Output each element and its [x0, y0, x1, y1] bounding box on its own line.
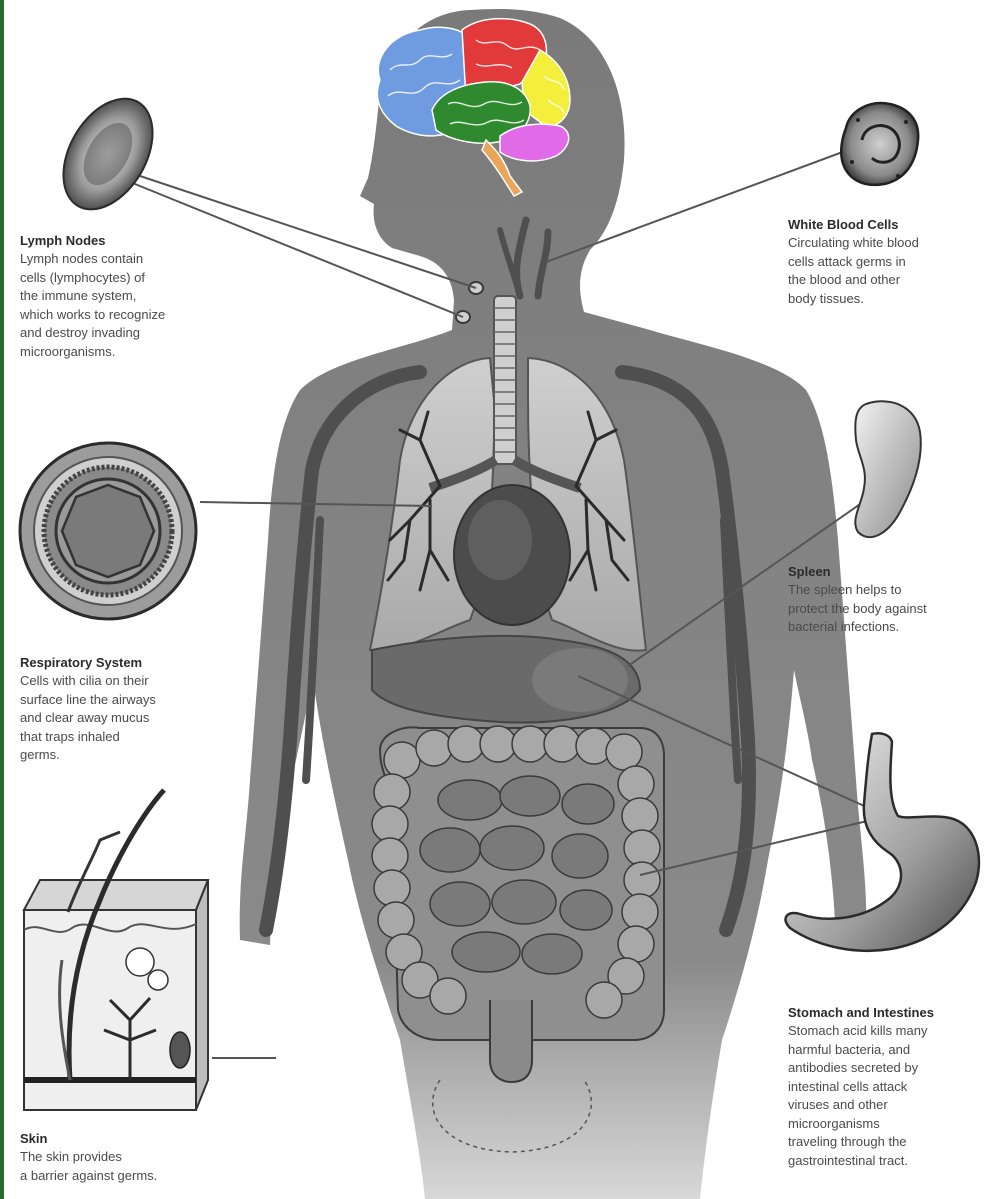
skin-title: Skin — [20, 1130, 220, 1148]
lymph-nodes-title: Lymph Nodes — [20, 232, 220, 250]
white-blood-cells-description: Circulating white blood cells attack ger… — [788, 234, 988, 308]
skin-description: The skin provides a barrier against germ… — [20, 1148, 220, 1185]
respiratory-system-description: Cells with cilia on their surface line t… — [20, 672, 230, 764]
skin-label: Skin The skin provides a barrier against… — [20, 1130, 220, 1185]
white-blood-cell-illustration — [841, 103, 918, 185]
airway-cross-section-illustration — [20, 443, 196, 619]
spleen-label: Spleen The spleen helps to protect the b… — [788, 563, 988, 637]
lymphocyte-illustration — [45, 83, 171, 225]
spleen-illustration — [855, 401, 921, 537]
spleen-title: Spleen — [788, 563, 988, 581]
white-blood-cells-title: White Blood Cells — [788, 216, 988, 234]
heart — [454, 485, 570, 625]
lymph-nodes-description: Lymph nodes contain cells (lymphocytes) … — [20, 250, 220, 361]
respiratory-system-label: Respiratory System Cells with cilia on t… — [20, 654, 230, 765]
stomach-intestines-description: Stomach acid kills many harmful bacteria… — [788, 1022, 988, 1170]
liver — [372, 636, 640, 723]
stomach-intestines-label: Stomach and Intestines Stomach acid kill… — [788, 1004, 988, 1170]
skin-illustration — [24, 790, 208, 1110]
white-blood-cells-label: White Blood Cells Circulating white bloo… — [788, 216, 988, 308]
spleen-description: The spleen helps to protect the body aga… — [788, 581, 988, 636]
respiratory-system-title: Respiratory System — [20, 654, 230, 672]
stomach-intestines-title: Stomach and Intestines — [788, 1004, 988, 1022]
rectum — [490, 1000, 532, 1082]
lymph-nodes-label: Lymph Nodes Lymph nodes contain cells (l… — [20, 232, 220, 361]
